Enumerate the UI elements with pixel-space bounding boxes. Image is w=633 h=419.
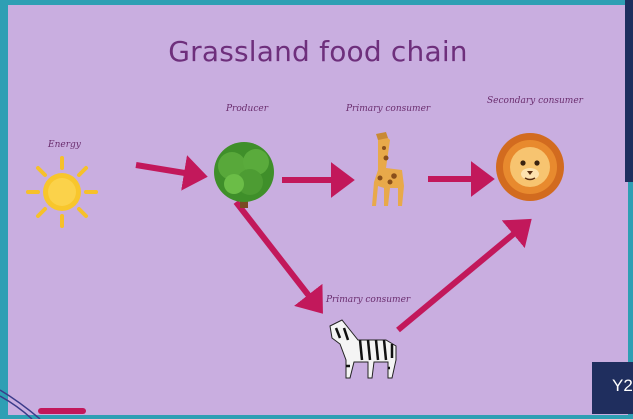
- decorative-swoosh: [0, 380, 120, 419]
- page-title: Grassland food chain: [8, 35, 628, 68]
- primary-consumer-giraffe-label: Primary consumer: [346, 104, 430, 114]
- energy-label: Energy: [48, 140, 81, 150]
- secondary-consumer-label: Secondary consumer: [487, 96, 583, 106]
- producer-label: Producer: [226, 104, 268, 114]
- primary-consumer-zebra-label: Primary consumer: [326, 295, 410, 305]
- slide-canvas: Grassland food chain: [8, 5, 628, 415]
- slide-badge: Y2: [592, 362, 633, 414]
- side-panel: [625, 0, 633, 182]
